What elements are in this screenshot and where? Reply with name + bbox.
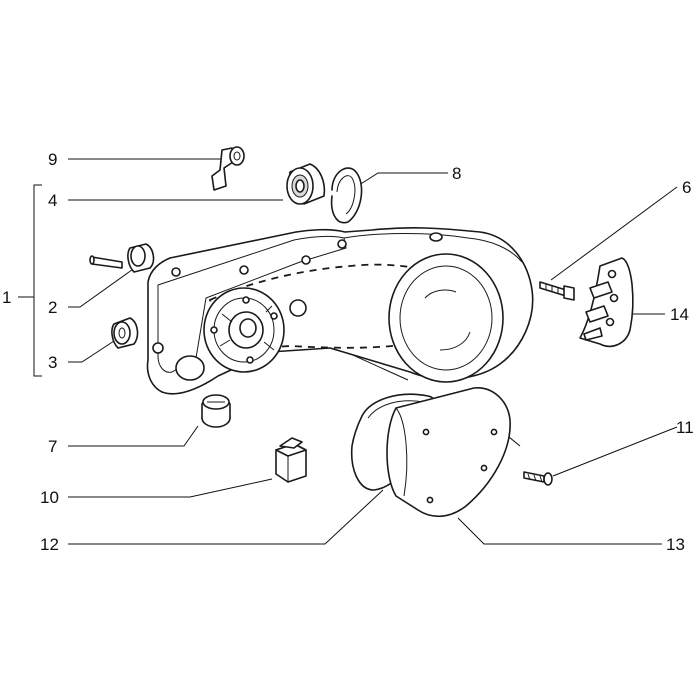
leader-10 — [68, 478, 273, 498]
part-7-plug — [201, 394, 231, 428]
part-4-bearing — [286, 163, 326, 205]
cover-flange — [157, 236, 347, 373]
leader-11 — [552, 426, 678, 477]
fan-inner-ring — [399, 265, 493, 371]
callout-13: 13 — [666, 535, 685, 554]
drain-opening — [175, 355, 205, 381]
part-2-pin — [89, 243, 155, 273]
callout-2: 2 — [48, 298, 57, 317]
leader-12 — [68, 489, 384, 545]
cover-top-lip — [343, 233, 523, 263]
fan-arc — [424, 289, 457, 299]
crankcase-cover — [146, 227, 534, 395]
callout-1: 1 — [2, 288, 11, 307]
callout-7: 7 — [48, 437, 57, 456]
callout-6: 6 — [682, 178, 691, 197]
cover-boss — [429, 232, 443, 242]
part-9-bracket — [211, 146, 245, 191]
callout-10: 10 — [40, 488, 59, 507]
pin-boss — [289, 299, 307, 317]
fan-housing — [388, 253, 504, 383]
leader-13 — [457, 517, 662, 545]
hub-assembly — [203, 287, 285, 373]
part-3-bushing — [111, 317, 139, 349]
part-8-circlip — [330, 167, 363, 224]
part-11-screw — [523, 471, 553, 486]
leader-lines — [18, 158, 678, 545]
leader-8 — [355, 172, 448, 188]
fan-arc-2 — [439, 331, 471, 351]
part-10-pad — [275, 437, 307, 483]
bracket-1 — [33, 184, 42, 377]
callout-4: 4 — [48, 191, 57, 210]
callout-3: 3 — [48, 353, 57, 372]
part-6-bolt — [539, 281, 575, 301]
callout-labels: 1 2 3 4 6 7 8 9 10 11 12 13 14 — [2, 150, 694, 554]
part-14-terminal-plate — [579, 257, 634, 348]
callout-9: 9 — [48, 150, 57, 169]
callout-14: 14 — [670, 305, 689, 324]
leader-2 — [68, 256, 151, 308]
leader-3 — [68, 338, 118, 363]
leader-6 — [550, 186, 678, 281]
leader-7 — [68, 425, 199, 447]
callout-12: 12 — [40, 535, 59, 554]
part-13-cover-plate — [386, 387, 511, 518]
callout-11: 11 — [676, 418, 694, 437]
callout-8: 8 — [452, 164, 461, 183]
